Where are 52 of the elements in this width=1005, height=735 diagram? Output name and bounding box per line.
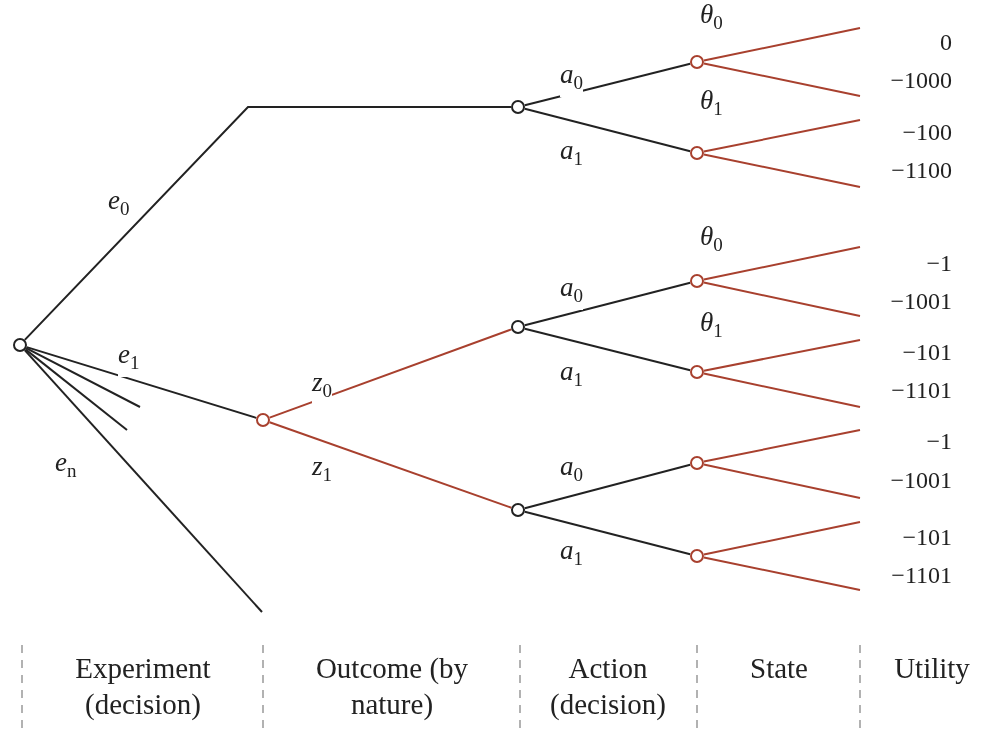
branch-line bbox=[702, 281, 861, 317]
utility-value: −1000 bbox=[890, 66, 952, 95]
branch-line bbox=[702, 339, 861, 372]
node-circle bbox=[511, 320, 525, 334]
node-circle bbox=[13, 338, 27, 352]
branch-line bbox=[702, 521, 861, 556]
column-heading: State bbox=[749, 651, 809, 686]
utility-value: −1001 bbox=[890, 287, 952, 316]
branch-line bbox=[702, 62, 861, 97]
branch-line bbox=[702, 429, 861, 463]
node-circle bbox=[690, 549, 704, 563]
branch-line bbox=[25, 347, 141, 408]
branch-line bbox=[702, 246, 861, 281]
utility-value: −101 bbox=[902, 338, 952, 367]
node-circle bbox=[511, 503, 525, 517]
branch-line bbox=[702, 27, 861, 62]
node-circle bbox=[256, 413, 270, 427]
branch-line bbox=[702, 119, 861, 153]
utility-value: −101 bbox=[902, 523, 952, 552]
branch-line bbox=[268, 328, 513, 419]
node-circle bbox=[690, 365, 704, 379]
node-circle bbox=[690, 146, 704, 160]
branch-line bbox=[523, 281, 692, 327]
branch-line bbox=[523, 107, 692, 153]
branch-line bbox=[523, 327, 692, 372]
node-circle bbox=[511, 100, 525, 114]
column-heading: Action (decision) bbox=[549, 651, 667, 722]
branch-line bbox=[23, 106, 512, 341]
utility-value: 0 bbox=[940, 28, 952, 57]
node-circle bbox=[690, 55, 704, 69]
utility-value: −1001 bbox=[890, 466, 952, 495]
branch-line bbox=[702, 463, 861, 499]
branch-line bbox=[268, 421, 513, 509]
branch-line bbox=[702, 153, 861, 188]
utility-value: −1101 bbox=[891, 561, 952, 590]
branch-line bbox=[523, 510, 692, 556]
node-circle bbox=[690, 274, 704, 288]
branch-line bbox=[23, 349, 263, 613]
node-circle bbox=[690, 456, 704, 470]
utility-value: −100 bbox=[902, 118, 952, 147]
branch-line bbox=[702, 372, 861, 408]
column-heading: Utility bbox=[893, 651, 971, 686]
branch-line bbox=[702, 556, 861, 591]
branch-line bbox=[25, 346, 258, 419]
column-heading: Experiment (decision) bbox=[74, 651, 212, 722]
column-heading: Outcome (by nature) bbox=[314, 651, 470, 722]
branch-line bbox=[523, 62, 692, 107]
utility-value: −1 bbox=[926, 427, 952, 456]
utility-value: −1100 bbox=[891, 156, 952, 185]
utility-value: −1101 bbox=[891, 376, 952, 405]
branch-line bbox=[24, 348, 128, 431]
utility-value: −1 bbox=[926, 249, 952, 278]
